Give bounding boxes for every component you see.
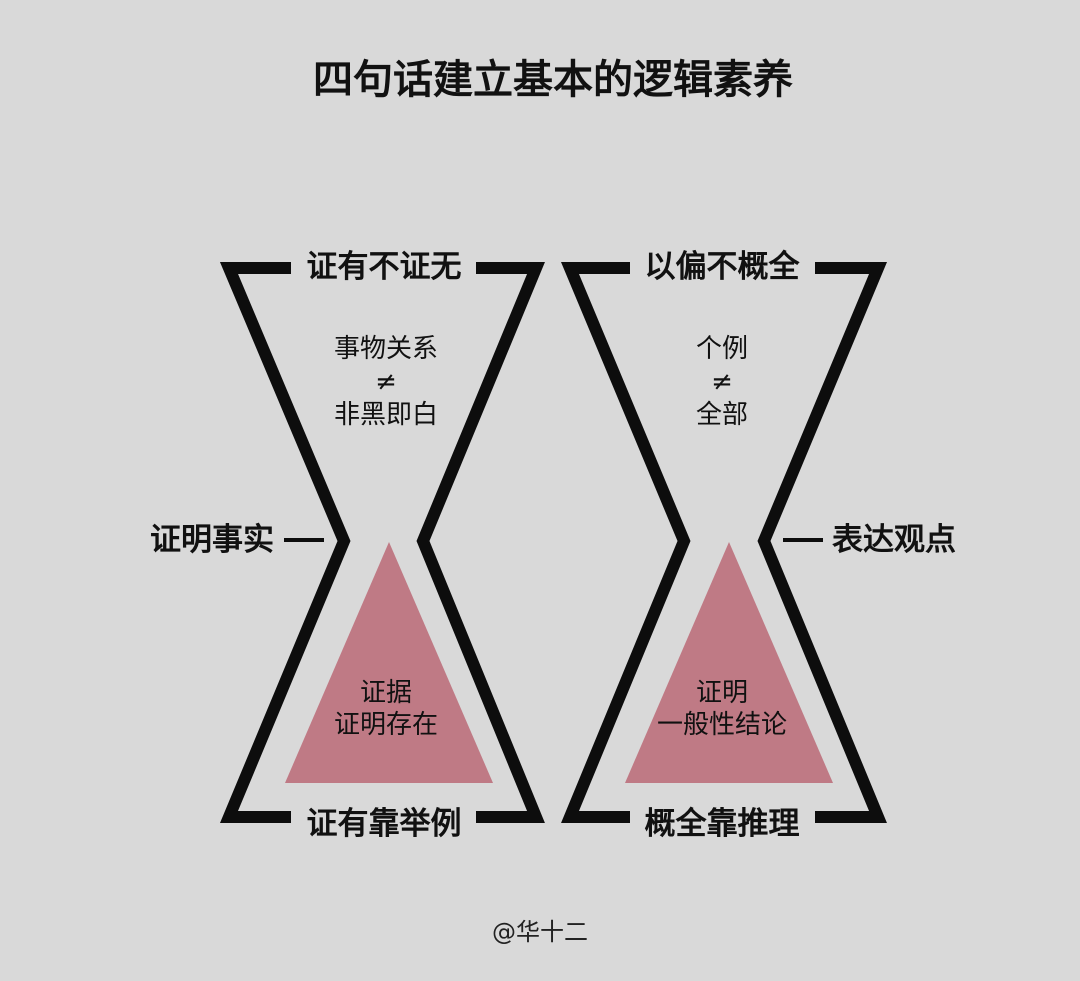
author-credit: @华十二 (492, 918, 588, 946)
right-bottom-label: 概全靠推理 (645, 806, 800, 842)
left-top-label: 证有不证无 (307, 249, 462, 285)
left-upper-line-3: 非黑即白 (334, 400, 438, 430)
left-hourglass-top-bar (219, 262, 351, 823)
right-side-label: 表达观点 (832, 522, 956, 558)
left-hourglass: 证有不证无 事物关系 ≠ 非黑即白 证据 证明存在 证有靠举例 (219, 249, 545, 842)
left-triangle-line-1: 证据 (360, 678, 412, 708)
right-top-label: 以偏不概全 (645, 249, 801, 285)
left-bottom-label: 证有靠举例 (307, 806, 462, 842)
right-upper-line-1: 个例 (696, 334, 748, 364)
right-triangle-line-1: 证明 (696, 678, 748, 708)
right-triangle-line-2: 一般性结论 (657, 710, 787, 740)
left-triangle (285, 542, 493, 783)
right-upper-line-3: 全部 (696, 400, 748, 430)
right-hourglass-left-side (560, 262, 691, 823)
right-hourglass: 以偏不概全 个例 ≠ 全部 证明 一般性结论 概全靠推理 (560, 249, 888, 842)
right-upper-line-2: ≠ (711, 367, 733, 397)
left-triangle-line-2: 证明存在 (334, 710, 438, 740)
left-upper-line-2: ≠ (375, 367, 397, 397)
left-upper-line-1: 事物关系 (334, 334, 438, 364)
left-hourglass-right-side (416, 262, 545, 823)
right-triangle (625, 542, 833, 783)
page-title: 四句话建立基本的逻辑素养 (313, 56, 793, 103)
left-side-label: 证明事实 (150, 522, 274, 558)
right-hourglass-right-side (757, 262, 888, 823)
